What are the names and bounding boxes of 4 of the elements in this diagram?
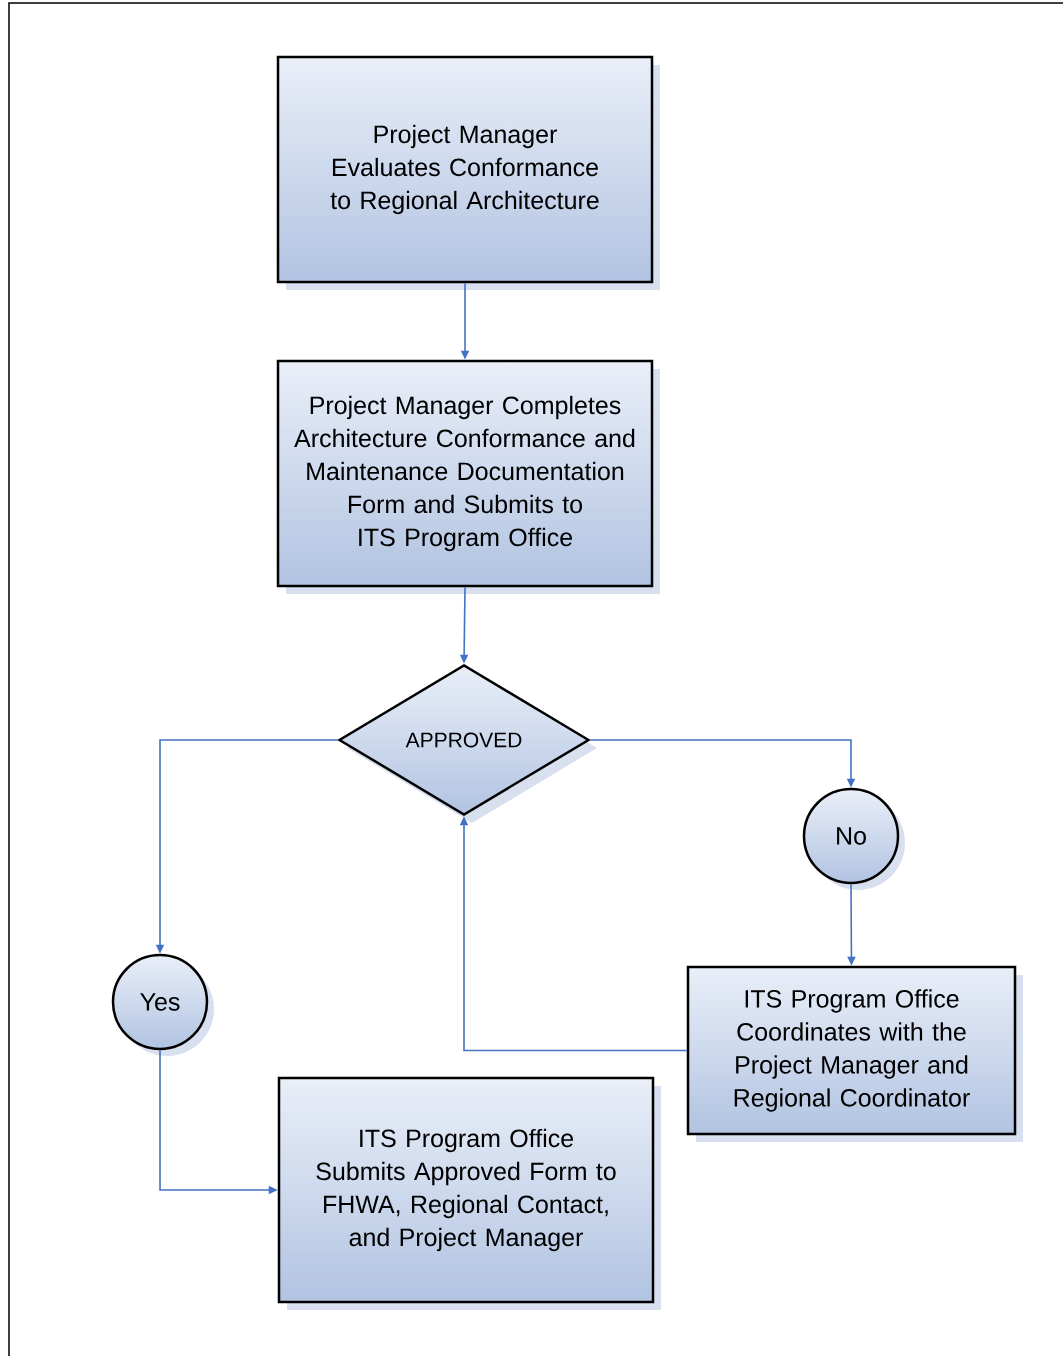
process-box: ITS Program Office Coordinates with the Project Manager and Regional Coordinator: [686, 965, 1023, 1142]
process-box: ITS Program Office Submits Approved Form to FHWA, Regional Contact, and Project Manager: [277, 1076, 661, 1310]
process-box: Project Manager Completes Architecture Conformance and Maintenance Documentation Form and Submits to ITS Program Office: [276, 359, 660, 594]
process-box: Project Manager Evaluates Conformance to Regional Architecture: [276, 55, 660, 290]
